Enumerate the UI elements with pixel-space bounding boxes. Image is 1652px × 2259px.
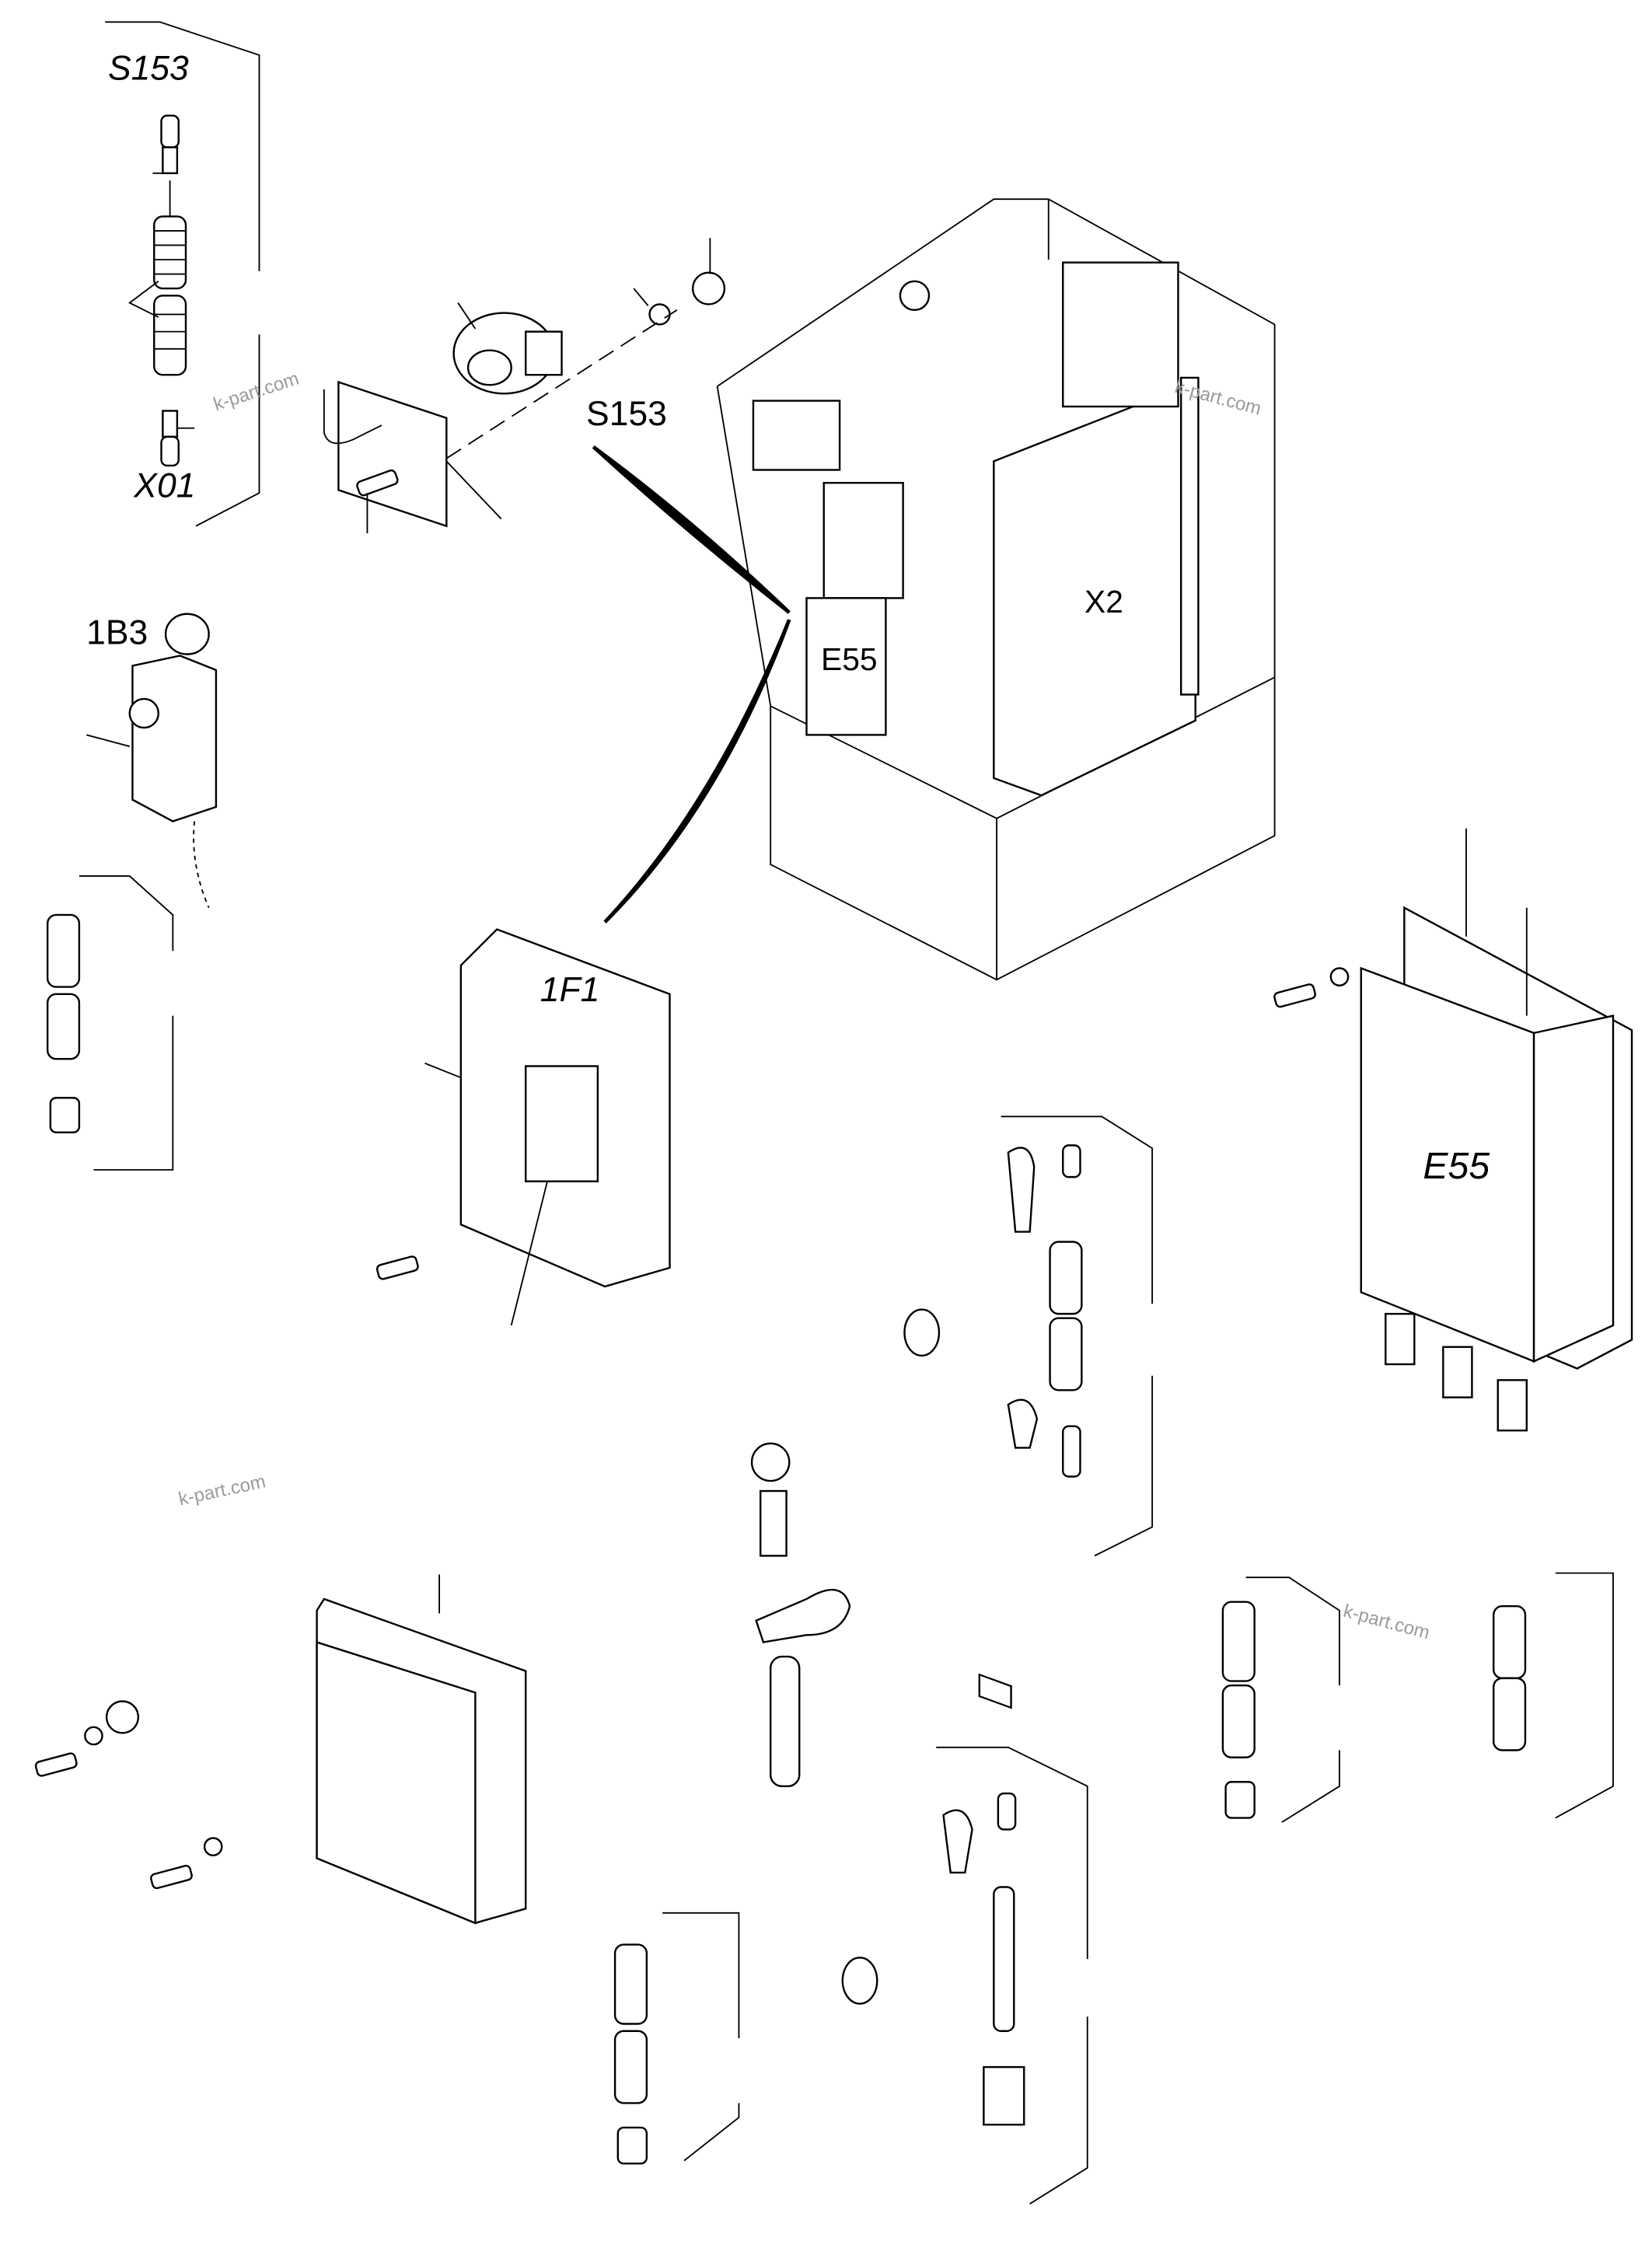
nut-icon: [691, 271, 726, 306]
label-e55-small: E55: [821, 641, 878, 677]
sleeve-icon: [162, 146, 179, 175]
1f1-breaker-box: 1F1: [375, 928, 671, 1326]
cable-gland-icon: [46, 913, 81, 988]
spacer-icon: [769, 1655, 801, 1788]
cable-gland-icon: [613, 2030, 648, 2104]
cable-gland-icon: [613, 1943, 648, 2025]
cable-clamp-icon: [755, 1588, 851, 1643]
main-cabinet: S153 X2 E55: [586, 198, 1276, 981]
cable-gland-icon: [1221, 1684, 1256, 1758]
sleeve-icon: [616, 2126, 648, 2165]
boot-icon: [1007, 1398, 1039, 1449]
callout-arrow: [603, 619, 791, 924]
cable-lug-icon: [160, 114, 180, 148]
label-x01: X01: [133, 467, 195, 505]
sleeve-icon: [49, 1097, 81, 1133]
washer-icon: [1329, 967, 1350, 986]
cable-gland-icon: [153, 295, 187, 376]
label-s153-top: S153: [108, 49, 189, 87]
component-box: [752, 400, 841, 471]
label-1f1: 1F1: [540, 971, 600, 1009]
cable-gland-icon: [1493, 1677, 1527, 1751]
din-rail: [1179, 376, 1200, 696]
s153-cable-group: S153 X01: [105, 21, 260, 527]
watermark: k-part.com: [176, 1471, 267, 1510]
nut-icon: [105, 1700, 140, 1734]
watermark: k-part.com: [1341, 1601, 1432, 1644]
thermostat-body: [131, 655, 218, 822]
s153-switch-assembly: [323, 238, 726, 533]
screw-icon: [356, 469, 399, 497]
center-hardware-stack: [750, 1442, 851, 1788]
washer-icon: [203, 1837, 223, 1856]
cable-gland-icon: [1049, 1241, 1083, 1315]
connector-icon: [983, 2065, 1025, 2126]
cable-lug-icon: [160, 435, 180, 467]
stud-icon: [34, 1752, 78, 1777]
screw-icon: [375, 1255, 419, 1280]
coil-icon: [164, 613, 210, 655]
cable-group-left: [46, 875, 174, 1171]
cable-gland-icon: [1497, 1379, 1528, 1432]
washer-icon: [84, 1726, 103, 1746]
nut-icon: [750, 1442, 791, 1482]
cable-gland-icon: [1049, 1317, 1083, 1391]
callout-arrow: [592, 445, 791, 614]
mounting-plate: [337, 380, 448, 528]
screw-icon: [150, 1864, 193, 1890]
cabinet-e55: [805, 597, 887, 736]
cable-group-bottom: [613, 1746, 1088, 2205]
label-tag: [978, 1673, 1012, 1709]
label-s153-main: S153: [586, 395, 667, 433]
cable-gland-icon: [1221, 1601, 1256, 1682]
spring-icon: [759, 1489, 788, 1557]
knob-icon: [128, 697, 159, 729]
circuit-breaker-icon: [525, 1065, 599, 1182]
label-x2: X2: [1084, 584, 1123, 620]
clip-icon: [841, 1957, 878, 2005]
watermark: k-part.com: [211, 368, 302, 415]
boot-icon: [1007, 1147, 1036, 1233]
sensor-rod-icon: [993, 1886, 1015, 2032]
boot-icon: [942, 1809, 973, 1874]
terminal-strip: [1062, 261, 1179, 408]
cable-lug-icon: [1062, 1144, 1081, 1178]
cable-gland-icon: [46, 993, 81, 1060]
e55-control-box: E55: [1273, 828, 1633, 1432]
1b3-thermostat: 1B3: [86, 613, 218, 909]
sleeve-icon: [1224, 1781, 1256, 1819]
washer-icon: [648, 303, 671, 326]
screw-icon: [1273, 983, 1316, 1008]
bracket-rod: [323, 389, 382, 445]
cable-gland-icon: [1493, 1605, 1527, 1680]
cable-group-right: [1221, 1572, 1614, 1823]
sleeve-icon: [162, 410, 179, 438]
clip-icon: [903, 1308, 941, 1357]
cable-gland-icon: [153, 215, 187, 290]
heater-unit: [823, 481, 904, 599]
label-e55-large: E55: [1423, 1145, 1490, 1187]
cable-group-center: [903, 1116, 1154, 1709]
cable-lug-icon: [997, 1792, 1017, 1831]
heater-unit-large: [34, 1574, 527, 1925]
cable-lug-icon: [1062, 1425, 1081, 1478]
cable-gland-icon: [1385, 1312, 1416, 1366]
sensor-icon: [899, 280, 931, 312]
label-1b3: 1B3: [86, 614, 148, 652]
cable-gland-icon: [1442, 1346, 1473, 1398]
